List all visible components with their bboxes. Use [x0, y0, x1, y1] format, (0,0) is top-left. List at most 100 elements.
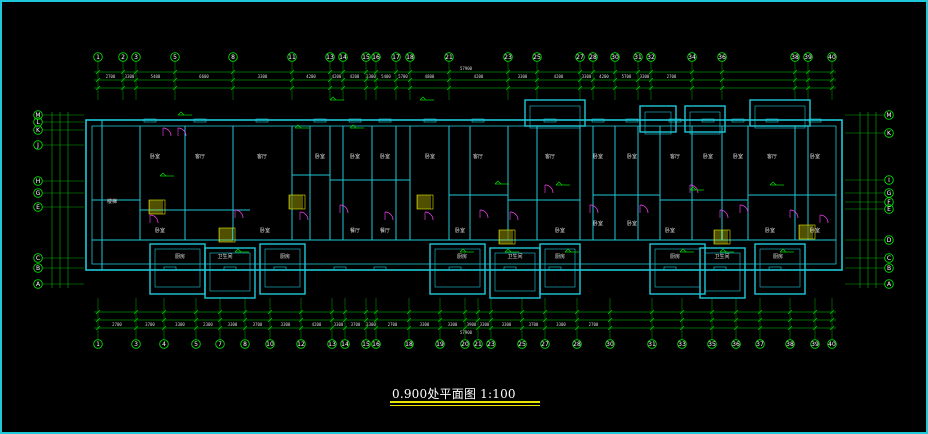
dimension-tick-top [373, 85, 379, 91]
dimension-value-top: 3300 [366, 74, 376, 79]
stair-outline [416, 194, 434, 210]
dimension-tick-top [327, 77, 333, 83]
bottom-bay-wall [754, 243, 806, 295]
axis-label-bottom: 12 [297, 341, 305, 348]
dimension-tick-top [393, 85, 399, 91]
window-top [313, 118, 327, 123]
room-label-bath: 卫生间 [507, 253, 522, 260]
axis-label-right: E [887, 206, 891, 213]
dimension-tick-top [95, 85, 101, 91]
dimension-tick-bottom [267, 309, 273, 315]
room-label-kitchen: 厨房 [670, 253, 680, 260]
dimension-tick-bottom [679, 325, 685, 331]
axis-label-top: 21 [445, 54, 453, 61]
room-label-living: 客厅 [545, 153, 555, 160]
dimension-tick-bottom [161, 317, 167, 323]
axis-label-top: 23 [504, 54, 512, 61]
axis-label-bottom: 4 [162, 341, 166, 348]
dimension-value-bottom: 3300 [502, 322, 512, 327]
window-bottom [223, 266, 237, 271]
dimension-tick-top [792, 69, 798, 75]
window-bottom [663, 266, 677, 271]
dimension-tick-bottom [217, 309, 223, 315]
axis-label-bottom: 3 [134, 341, 138, 348]
dimension-tick-top [289, 69, 295, 75]
wall-group [85, 99, 843, 299]
axis-label-top: 15 [362, 54, 370, 61]
axis-label-right: M [886, 112, 891, 119]
top-bay-inner [754, 105, 806, 129]
dimension-tick-bottom [373, 325, 379, 331]
dimension-value-top: 3300 [640, 74, 650, 79]
dimension-tick-bottom [757, 309, 763, 315]
dimension-tick-bottom [607, 317, 613, 323]
axis-label-bottom: 39 [811, 341, 819, 348]
axis-label-left: M [35, 112, 40, 119]
room-label-bedroom: 卧室 [150, 153, 160, 160]
dimension-tick-top [120, 69, 126, 75]
axis-label-bottom: 10 [266, 341, 274, 348]
bottom-bay-inner [494, 252, 536, 292]
dimension-value-bottom: 3300 [448, 322, 458, 327]
room-label-bedroom: 卧室 [627, 153, 637, 160]
dimension-tick-top [648, 85, 654, 91]
dimension-tick-top [327, 85, 333, 91]
window-top [193, 118, 207, 123]
door-swing [479, 209, 489, 219]
dimension-value-top: 3300 [582, 74, 592, 79]
dimension-value-top: 5400 [151, 74, 161, 79]
dimension-tick-bottom [193, 325, 199, 331]
level-marker-triangle [779, 248, 787, 253]
dimension-tick-top [719, 77, 725, 83]
room-label-bedroom: 卧室 [665, 227, 675, 234]
dimension-tick-bottom [437, 309, 443, 315]
dimension-tick-bottom [462, 325, 468, 331]
level-marker-triangle [555, 181, 563, 186]
dimension-value-top: 4200 [599, 74, 609, 79]
window-bottom [503, 266, 517, 271]
dimension-tick-top [407, 85, 413, 91]
level-marker-group [159, 96, 794, 253]
dimension-value-bottom: 3300 [334, 322, 344, 327]
window-top [378, 118, 392, 123]
axis-label-bottom: 38 [786, 341, 794, 348]
dimension-value-top: 3300 [258, 74, 268, 79]
level-marker-triangle [504, 248, 512, 253]
dimension-tick-top [373, 77, 379, 83]
dimension-tick-top [590, 69, 596, 75]
dimension-tick-top [577, 85, 583, 91]
axis-label-bottom: 25 [518, 341, 526, 348]
dimension-tick-bottom [298, 309, 304, 315]
dimension-value-top: 4200 [554, 74, 564, 79]
axis-label-right: I [888, 177, 890, 184]
window-bottom [768, 266, 782, 271]
dimension-tick-bottom [542, 325, 548, 331]
axis-label-top: 5 [173, 54, 177, 61]
bottom-bay-wall [649, 243, 706, 295]
axis-label-top: 30 [611, 54, 619, 61]
dimension-tick-bottom [733, 317, 739, 323]
level-marker-triangle [564, 248, 572, 253]
axis-label-bottom: 1 [96, 341, 100, 348]
dimension-tick-bottom [373, 317, 379, 323]
dimension-tick-bottom [812, 317, 818, 323]
stair-outline [218, 227, 236, 243]
dimension-tick-bottom [488, 309, 494, 315]
dimension-value-bottom: 3700 [529, 322, 539, 327]
dimension-tick-bottom [475, 309, 481, 315]
stair-outline [798, 224, 816, 240]
dimension-tick-top [635, 69, 641, 75]
dimension-value-top: 5700 [622, 74, 632, 79]
window-bottom [163, 266, 177, 271]
axis-label-top: 2 [121, 54, 125, 61]
dimension-tick-bottom [574, 317, 580, 323]
axis-label-left: K [36, 127, 41, 134]
dimension-tick-top [340, 69, 346, 75]
dimension-tick-top [95, 77, 101, 83]
title-underline [390, 401, 540, 403]
dimension-tick-top [805, 85, 811, 91]
dimension-tick-top [407, 77, 413, 83]
dimension-tick-top [373, 69, 379, 75]
door-swing [299, 211, 309, 221]
